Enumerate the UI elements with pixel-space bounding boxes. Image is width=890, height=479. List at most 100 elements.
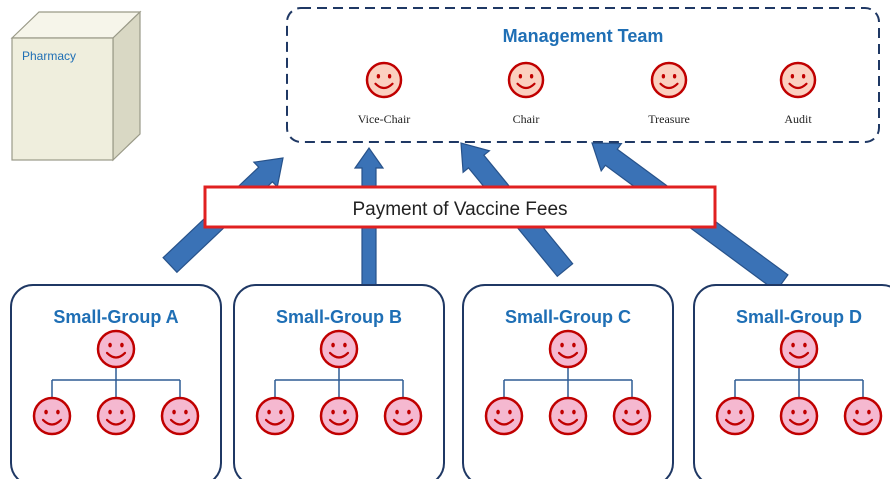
pharmacy-front-face <box>11 37 114 161</box>
face-smile <box>493 418 515 426</box>
face-eye <box>108 342 112 348</box>
face-circle <box>779 61 817 99</box>
face-circle <box>319 396 359 436</box>
face-circle <box>96 329 136 369</box>
face-circle <box>160 396 200 436</box>
face-eye <box>184 409 188 415</box>
face-circle <box>779 396 819 436</box>
management-member-role: Treasure <box>648 112 690 126</box>
face-eye <box>331 342 335 348</box>
face-eye <box>267 409 271 415</box>
face-eye <box>343 342 347 348</box>
group-leader-face <box>779 329 819 369</box>
group-leader-face <box>548 329 588 369</box>
management-member-role: Audit <box>784 112 812 126</box>
face-smile <box>328 418 350 426</box>
pharmacy-side-face <box>112 10 141 162</box>
payment-banner-label: Payment of Vaccine Fees <box>352 199 567 220</box>
management-member-role: Chair <box>513 112 540 126</box>
management-team-border <box>286 7 880 143</box>
face-eye <box>395 409 399 415</box>
face-eye <box>331 409 335 415</box>
small-group-title: Small-Group B <box>276 307 402 327</box>
group-member-face <box>160 396 200 436</box>
face-circle <box>32 396 72 436</box>
management-member-face <box>507 61 545 99</box>
face-smile <box>392 418 414 426</box>
group-member-face <box>843 396 883 436</box>
face-eye <box>855 409 859 415</box>
face-eye <box>108 409 112 415</box>
face-eye <box>343 409 347 415</box>
small-group-box: Small-Group D <box>693 284 890 479</box>
face-circle <box>507 61 545 99</box>
face-circle <box>650 61 688 99</box>
small-group-title: Small-Group D <box>736 307 862 327</box>
group-member-face <box>715 396 755 436</box>
face-smile <box>374 82 394 90</box>
small-group-box: Small-Group C <box>462 284 674 479</box>
small-group-box: Small-Group A <box>10 284 222 479</box>
face-eye <box>803 342 807 348</box>
group-member-face <box>32 396 72 436</box>
face-smile <box>169 418 191 426</box>
face-eye <box>508 409 512 415</box>
face-circle <box>365 61 403 99</box>
face-eye <box>560 342 564 348</box>
group-member-face <box>612 396 652 436</box>
management-team-title: Management Team <box>503 26 664 46</box>
face-circle <box>484 396 524 436</box>
payment-banner-box <box>203 185 717 229</box>
face-circle <box>779 329 819 369</box>
face-smile <box>621 418 643 426</box>
face-eye <box>279 409 283 415</box>
face-circle <box>612 396 652 436</box>
face-eye <box>801 74 806 79</box>
face-smile <box>264 418 286 426</box>
face-eye <box>172 409 176 415</box>
face-eye <box>44 409 48 415</box>
face-smile <box>852 418 874 426</box>
face-eye <box>529 74 534 79</box>
face-eye <box>624 409 628 415</box>
management-member-face <box>779 61 817 99</box>
face-eye <box>407 409 411 415</box>
group-member-face <box>96 396 136 436</box>
face-eye <box>387 74 392 79</box>
face-circle <box>319 329 359 369</box>
face-circle <box>255 396 295 436</box>
pharmacy-label: Pharmacy <box>22 49 76 63</box>
management-member-role: Vice-Chair <box>358 112 411 126</box>
face-smile <box>557 418 579 426</box>
group-member-face <box>255 396 295 436</box>
payment-banner: Payment of Vaccine Fees <box>203 185 717 229</box>
face-eye <box>661 74 666 79</box>
face-eye <box>572 409 576 415</box>
management-members: Vice-Chair Chair Treasure Audit <box>358 61 817 126</box>
management-member-face <box>365 61 403 99</box>
face-smile <box>724 418 746 426</box>
face-eye <box>120 409 124 415</box>
small-groups: Small-Group A Small-Group B Small-Group C S… <box>10 284 890 479</box>
group-member-face <box>779 396 819 436</box>
face-eye <box>791 409 795 415</box>
small-group-title: Small-Group A <box>53 307 178 327</box>
management-team-box: Management Team Vice-Chair Chair Treasure A… <box>286 7 880 143</box>
face-eye <box>572 342 576 348</box>
management-member-face <box>650 61 688 99</box>
group-member-face <box>548 396 588 436</box>
face-eye <box>56 409 60 415</box>
face-smile <box>788 82 808 90</box>
face-eye <box>790 74 795 79</box>
face-smile <box>659 82 679 90</box>
small-group-box: Small-Group B <box>233 284 445 479</box>
face-eye <box>739 409 743 415</box>
face-circle <box>843 396 883 436</box>
face-circle <box>715 396 755 436</box>
face-eye <box>791 342 795 348</box>
face-eye <box>560 409 564 415</box>
face-smile <box>788 351 810 359</box>
face-eye <box>120 342 124 348</box>
group-member-face <box>484 396 524 436</box>
